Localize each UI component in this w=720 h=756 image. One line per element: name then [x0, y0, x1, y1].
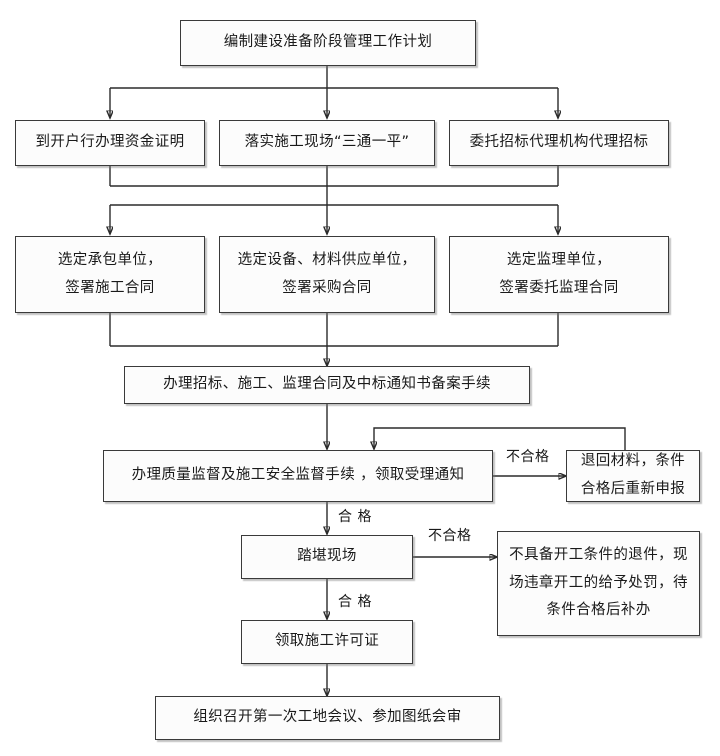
node-first-site-meeting[interactable]: 组织召开第一次工地会议、参加图纸会审: [155, 696, 500, 740]
edge-label-qualified-to-permit: 合 格: [338, 594, 372, 610]
node-contract-filing[interactable]: 办理招标、施工、监理合同及中标通知书备案手续: [124, 366, 530, 404]
node-penalty-notice[interactable]: 不具备开工条件的退件，现 场违章开工的给予处罚，待 条件合格后补办: [497, 531, 700, 636]
node-select-contractor[interactable]: 选定承包单位， 签署施工合同: [15, 236, 205, 313]
edge-label-unqualified-survey: 不合格: [428, 528, 472, 544]
node-line: 落实施工现场“三通一平”: [244, 134, 410, 151]
node-site-three-connections[interactable]: 落实施工现场“三通一平”: [219, 120, 435, 166]
edge-label-qualified-to-survey: 合 格: [338, 509, 372, 525]
node-line: 签署施工合同: [65, 279, 155, 296]
node-line: 合格后重新申报: [580, 481, 686, 497]
node-line: 选定监理单位，: [506, 251, 612, 268]
node-quality-safety-supervision[interactable]: 办理质量监督及施工安全监督手续 ，领取受理通知: [103, 450, 493, 502]
node-line: 到开户行办理资金证明: [35, 134, 185, 151]
node-line: 选定设备、材料供应单位，: [237, 251, 417, 268]
node-line: 领取施工许可证: [274, 633, 380, 650]
node-line: 场违章开工的给予处罚，待: [509, 574, 688, 591]
node-line: 组织召开第一次工地会议、参加图纸会审: [193, 709, 462, 726]
node-construction-permit[interactable]: 领取施工许可证: [241, 620, 413, 664]
node-line: 签署采购合同: [282, 279, 372, 296]
node-line: 委托招标代理机构代理招标: [469, 134, 649, 151]
node-line: 办理质量监督及施工安全监督手续 ，领取受理通知: [131, 467, 465, 484]
node-fund-certificate[interactable]: 到开户行办理资金证明: [15, 120, 205, 166]
node-prepare-plan[interactable]: 编制建设准备阶段管理工作计划: [180, 20, 476, 66]
node-line: 签署委托监理合同: [499, 279, 619, 296]
edge-label-unqualified-supervision: 不合格: [506, 449, 550, 465]
node-select-supplier[interactable]: 选定设备、材料供应单位， 签署采购合同: [219, 236, 435, 313]
node-line: 办理招标、施工、监理合同及中标通知书备案手续: [163, 376, 491, 393]
node-line: 编制建设准备阶段管理工作计划: [223, 34, 433, 51]
node-return-materials[interactable]: 退回材料，条件 合格后重新申报: [566, 450, 700, 502]
node-bidding-agency[interactable]: 委托招标代理机构代理招标: [449, 120, 669, 166]
node-select-supervisor[interactable]: 选定监理单位， 签署委托监理合同: [449, 236, 669, 313]
node-line: 选定承包单位，: [57, 251, 163, 268]
node-line: 退回材料，条件: [580, 453, 686, 470]
node-site-survey[interactable]: 踏堪现场: [241, 535, 413, 579]
node-line: 踏堪现场: [297, 548, 357, 565]
node-line: 不具备开工条件的退件，现: [509, 547, 688, 564]
node-line: 条件合格后补办: [546, 602, 651, 619]
